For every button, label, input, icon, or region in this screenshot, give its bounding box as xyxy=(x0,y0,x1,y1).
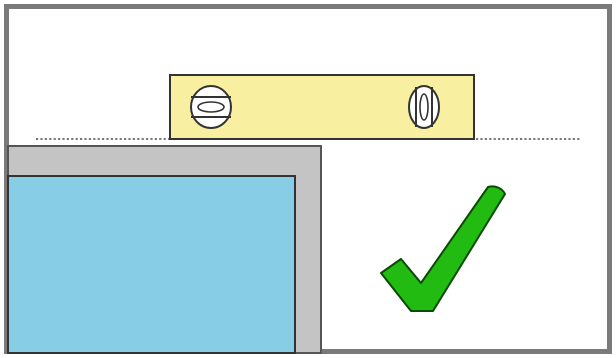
horizontal-bubble-vial-icon xyxy=(191,86,231,128)
vertical-bubble-vial-icon xyxy=(409,86,439,128)
spirit-level xyxy=(170,75,474,139)
window-glass xyxy=(8,176,295,353)
window xyxy=(8,146,321,353)
